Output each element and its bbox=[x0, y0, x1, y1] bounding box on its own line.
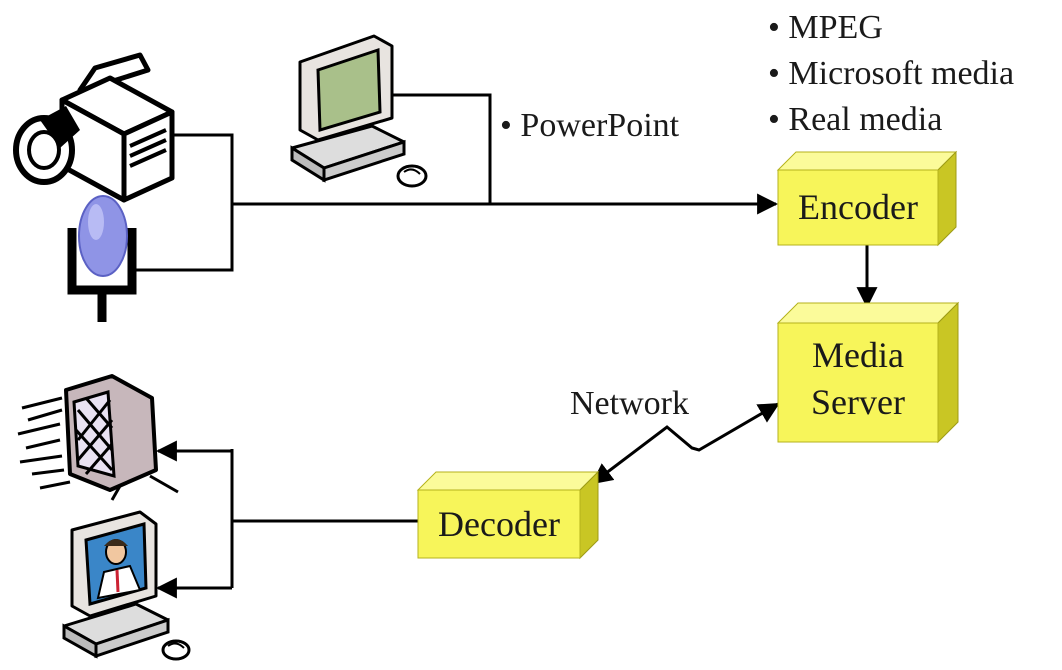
media-server-box-front bbox=[777, 322, 939, 443]
format-bullet-1: • MPEG bbox=[768, 9, 883, 46]
powerpoint-bullet: • PowerPoint bbox=[500, 107, 680, 144]
media-server-label-line1: Media bbox=[812, 335, 904, 375]
network-link bbox=[591, 402, 780, 485]
decoder-box-top bbox=[416, 471, 600, 491]
video-camera-icon bbox=[13, 52, 175, 203]
connectors bbox=[128, 93, 878, 599]
media-server-box-top bbox=[776, 302, 960, 324]
network-label: Network bbox=[570, 385, 689, 422]
encoder-box-front bbox=[777, 169, 939, 246]
decoder-box: Decoder bbox=[416, 470, 600, 560]
powerpoint-feed-line bbox=[392, 93, 492, 204]
decoder-label: Decoder bbox=[438, 504, 560, 544]
media-server-box-side bbox=[937, 301, 959, 444]
computer-viewer-icon bbox=[62, 510, 191, 661]
format-bullet-3: • Real media bbox=[768, 101, 942, 138]
television-icon bbox=[17, 374, 179, 501]
computer-icon bbox=[290, 34, 428, 188]
media-server-label-line2: Server bbox=[811, 382, 905, 422]
encoder-box: Encoder bbox=[776, 150, 958, 247]
format-bullet-2: • Microsoft media bbox=[768, 55, 1014, 92]
media-server-box: Media Server bbox=[776, 301, 960, 444]
encoder-label: Encoder bbox=[798, 187, 918, 227]
decoder-box-front bbox=[417, 489, 581, 559]
encoder-box-top bbox=[776, 151, 958, 171]
microphone-icon bbox=[67, 195, 137, 322]
